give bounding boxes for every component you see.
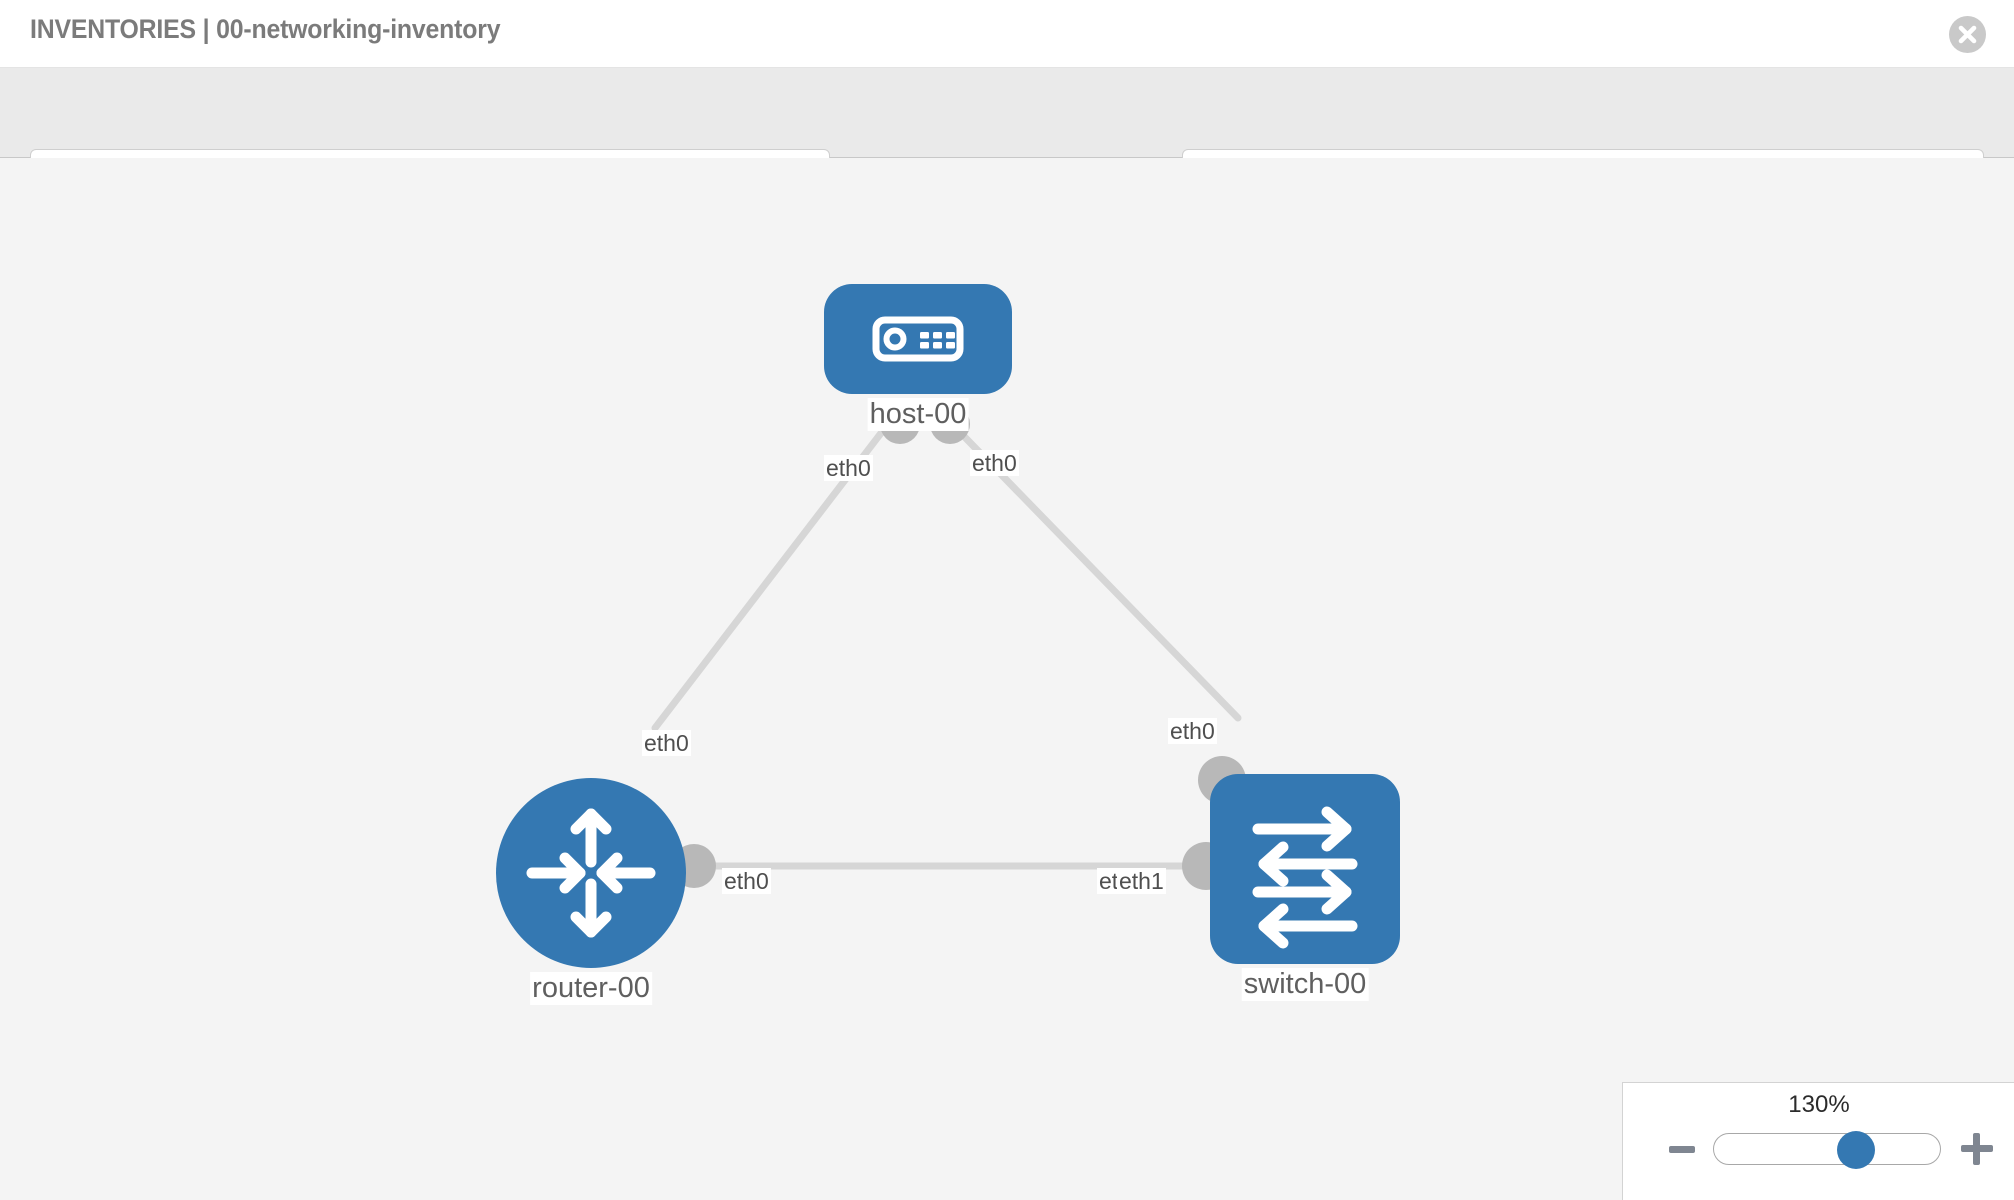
topology-node-switch-00[interactable]: switch-00 [1210, 774, 1400, 1002]
interface-label: eth0 [722, 868, 771, 895]
topology-node-label-switch-00: switch-00 [1241, 968, 1369, 1002]
page-header: INVENTORIES | 00-networking-inventory [0, 0, 2014, 68]
topology-canvas[interactable]: host-00 [0, 158, 2014, 1200]
zoom-in-button[interactable] [1961, 1133, 1993, 1165]
topology-node-label-host-00: host-00 [867, 398, 969, 432]
topology-node-host-00[interactable]: host-00 [824, 284, 1012, 432]
switch-arrows-icon [1210, 774, 1400, 964]
close-icon[interactable] [1949, 16, 1986, 53]
zoom-level-value: 130% [1788, 1091, 1850, 1118]
interface-label: eth1 [1117, 868, 1166, 895]
zoom-control-panel: 130% [1622, 1082, 2014, 1200]
zoom-slider-track[interactable] [1713, 1131, 1941, 1169]
topology-node-router-00[interactable]: router-00 [496, 778, 686, 1006]
zoom-slider-thumb[interactable] [1837, 1131, 1875, 1169]
interface-label: eth0 [1168, 718, 1217, 745]
topology-node-label-router-00: router-00 [530, 972, 652, 1006]
router-arrows-icon [496, 778, 686, 968]
interface-label: eth0 [642, 730, 691, 757]
server-appliance-icon [824, 284, 1012, 394]
toolbar: ACTIONS SEARC [0, 68, 2014, 202]
zoom-out-button[interactable] [1669, 1146, 1695, 1153]
page-title: INVENTORIES | 00-networking-inventory [30, 14, 501, 44]
interface-label: eth0 [824, 455, 873, 482]
interface-label: eth0 [970, 450, 1019, 477]
